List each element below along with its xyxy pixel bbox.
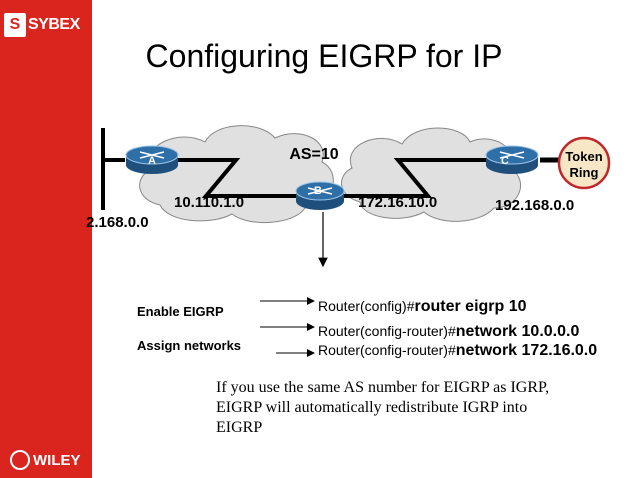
router-a: A [125,145,179,174]
sybex-logo: S SYBEX [4,10,88,40]
router-b: B [295,181,345,210]
as-label: AS=10 [289,146,338,163]
network-label-left-cloud: 10.110.1.0 [174,194,244,211]
command-line-1-prompt: Router(config)# [318,298,415,314]
sybex-logo-text: SYBEX [28,16,80,33]
wiley-seal-icon [10,450,30,470]
command-line-3-prompt: Router(config-router)# [318,342,456,358]
token-ring-line1: Token [565,149,602,164]
assign-networks-label: Assign networks [137,338,241,353]
command-line-3: Router(config-router)#network 172.16.0.0 [318,342,597,359]
router-a-label: A [148,155,156,167]
network-label-right-cloud: 172.16.10.0 [358,194,437,211]
sidebar: S SYBEX WILEY [0,0,92,478]
network-label-right-edge: 192.168.0.0 [495,197,574,214]
sybex-logo-mark: S [4,13,26,37]
serial-link-a-b [178,158,300,198]
command-line-2: Router(config-router)#network 10.0.0.0 [318,323,579,340]
router-b-label: B [314,185,322,197]
router-c-label: C [501,155,509,167]
token-ring: Token Ring [557,136,611,190]
serial-link-b-c [340,158,488,198]
command-line-3-command: network 172.16.0.0 [456,342,598,359]
command-line-1: Router(config)#router eigrp 10 [318,298,527,315]
command-section: Enable EIGRP Assign networks Router(conf… [137,297,597,359]
wiley-logo: WILEY [10,448,81,472]
command-line-1-command: router eigrp 10 [415,298,527,315]
enable-eigrp-label: Enable EIGRP [137,304,224,319]
note-text: If you use the same AS number for EIGRP … [216,378,616,438]
slide-title: Configuring EIGRP for IP [145,38,503,74]
note-line-2: EIGRP will automatically redistribute IG… [216,399,528,416]
token-ring-line2: Ring [570,165,599,180]
command-line-2-command: network 10.0.0.0 [456,323,580,340]
network-label-left-edge: 2.168.0.0 [86,214,149,231]
note-line-1: If you use the same AS number for EIGRP … [216,379,550,396]
note-line-3: EIGRP [216,419,263,436]
router-c: C [485,145,539,174]
command-line-2-prompt: Router(config-router)# [318,323,456,339]
wiley-logo-text: WILEY [33,451,81,469]
